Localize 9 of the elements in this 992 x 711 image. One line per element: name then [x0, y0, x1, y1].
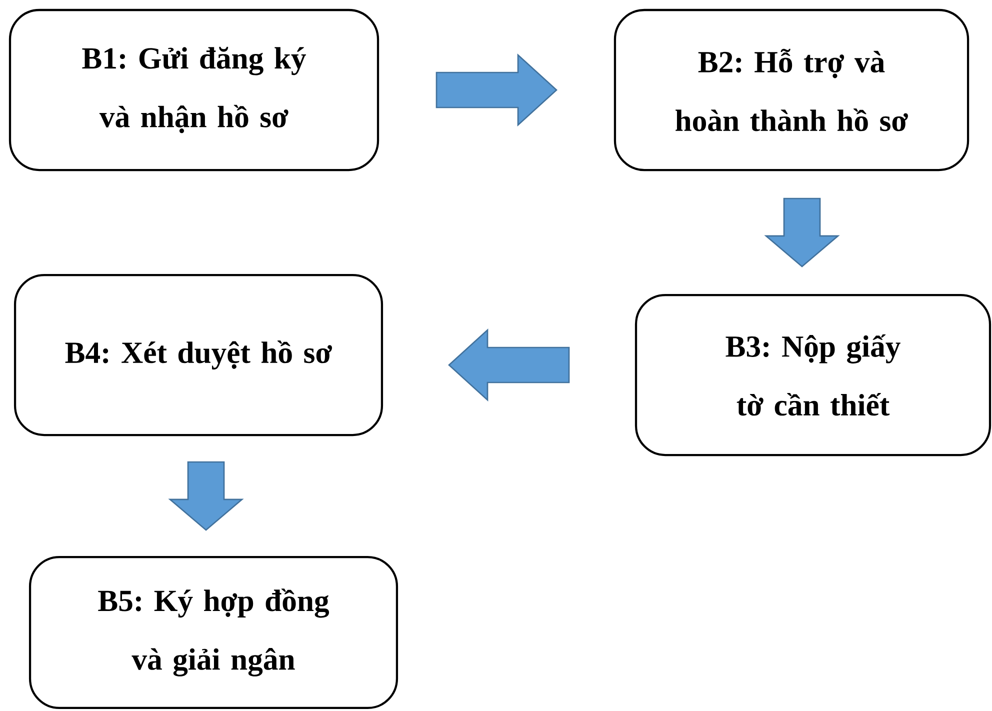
block-arrow — [436, 54, 558, 127]
process-box: B4: Xét duyệt hồ sơ — [14, 274, 384, 436]
process-box: B1: Gửi đăng ký và nhận hồ sơ — [8, 8, 380, 172]
process-box: B3: Nộp giấy tờ cần thiết — [634, 294, 992, 456]
process-box: B5: Ký hợp đồng và giải ngân — [28, 556, 398, 710]
block-arrow — [168, 461, 244, 531]
block-arrow — [448, 328, 570, 402]
process-box: B2: Hỗ trợ và hoàn thành hồ sơ — [614, 8, 970, 172]
block-arrow — [764, 198, 840, 268]
